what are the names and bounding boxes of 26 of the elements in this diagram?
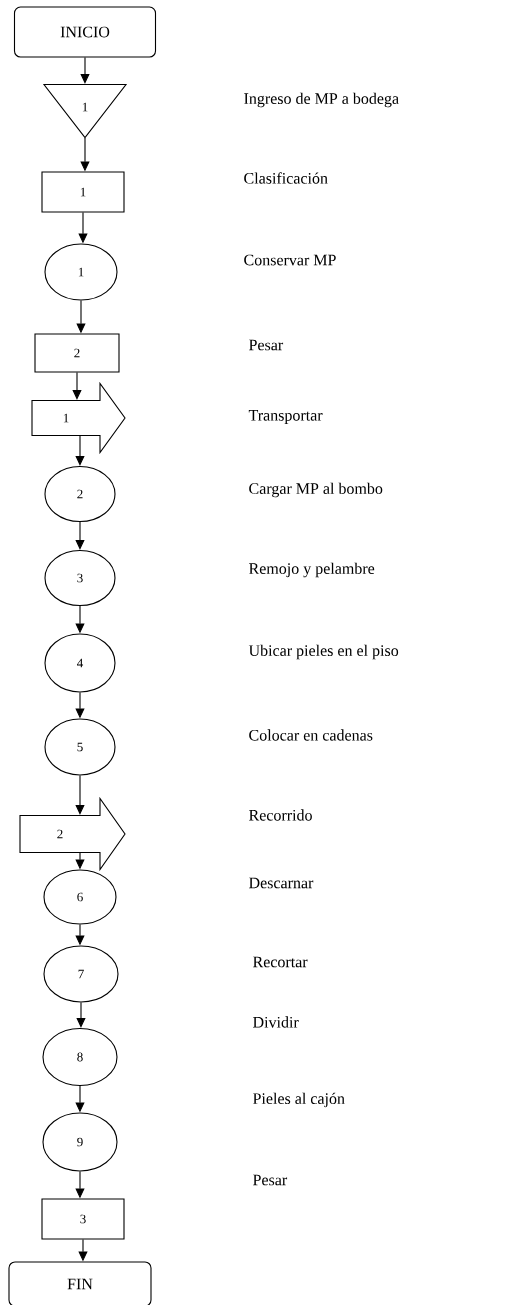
step-description: Recortar [253,956,308,968]
step-description: Colocar en cadenas [249,729,373,741]
step-description: Pesar [249,339,284,351]
arrow [76,1002,86,1028]
inspection-box: 2 [34,333,120,373]
step-description: Descarnar [249,877,314,889]
step-description: Clasificación [244,172,328,184]
step-description: Ingreso de MP a bodega [244,92,399,108]
step-description: Ubicar pieles en el piso [248,644,399,660]
terminal-box: FIN [8,1261,152,1305]
arrow [75,435,85,466]
arrow [75,775,85,815]
step-description: Pesar [253,1174,288,1186]
arrow [72,372,82,400]
step-description: Remojo y pelambre [249,562,375,578]
step-description: Cargar MP al bombo [249,482,383,498]
step-description: Dividir [253,1016,299,1028]
inspection-box: 3 [41,1198,125,1240]
terminal-box: INICIO [13,6,157,58]
step-description: Conservar MP [244,254,336,266]
arrow [80,57,90,84]
step-description: Pieles al cajón [253,1092,345,1108]
inspection-box: 1 [41,171,125,213]
step-description: Recorrido [249,809,312,821]
step-description: Transportar [248,410,323,424]
arrow [75,521,85,550]
